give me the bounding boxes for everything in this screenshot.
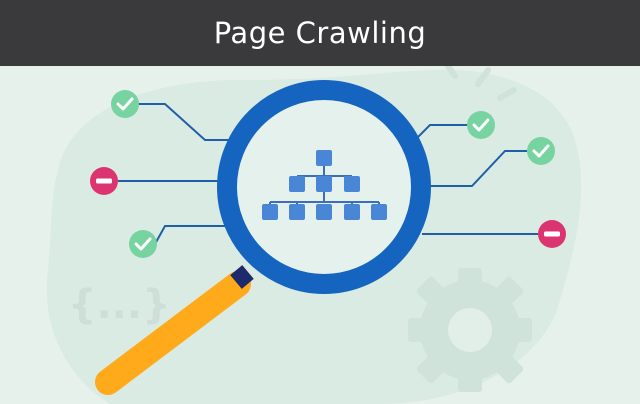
check-icon <box>532 144 550 158</box>
tree-node <box>316 150 332 166</box>
code-braces-icon: {...} <box>68 282 171 328</box>
magnifier-handle <box>95 271 251 395</box>
check-icon <box>116 97 134 111</box>
status-badge-check <box>129 230 157 258</box>
tree-node <box>262 204 278 220</box>
connector-line <box>420 150 527 187</box>
tree-node <box>289 204 305 220</box>
rays-decoration <box>445 66 517 101</box>
sitemap-tree-icon <box>262 150 387 220</box>
tree-node <box>316 204 332 220</box>
tree-node <box>371 204 387 220</box>
gear-icon <box>408 268 532 392</box>
magnifier-ring <box>217 80 431 294</box>
tree-node <box>289 176 305 192</box>
status-badge-check <box>527 137 555 165</box>
status-badge-minus <box>538 220 566 248</box>
status-badge-minus <box>90 167 118 195</box>
check-icon <box>472 118 490 132</box>
page-title: Page Crawling <box>213 16 427 50</box>
status-badge-check <box>467 111 495 139</box>
minus-icon <box>96 178 112 184</box>
title-bar: Page Crawling <box>0 0 640 66</box>
tree-node <box>344 204 360 220</box>
tree-node <box>316 176 332 192</box>
check-icon <box>134 237 152 251</box>
status-badge-check <box>111 90 139 118</box>
magnifier-neck <box>230 265 254 289</box>
page-crawling-illustration: {...} <box>46 66 582 404</box>
tree-node <box>344 176 360 192</box>
minus-icon <box>544 231 560 237</box>
